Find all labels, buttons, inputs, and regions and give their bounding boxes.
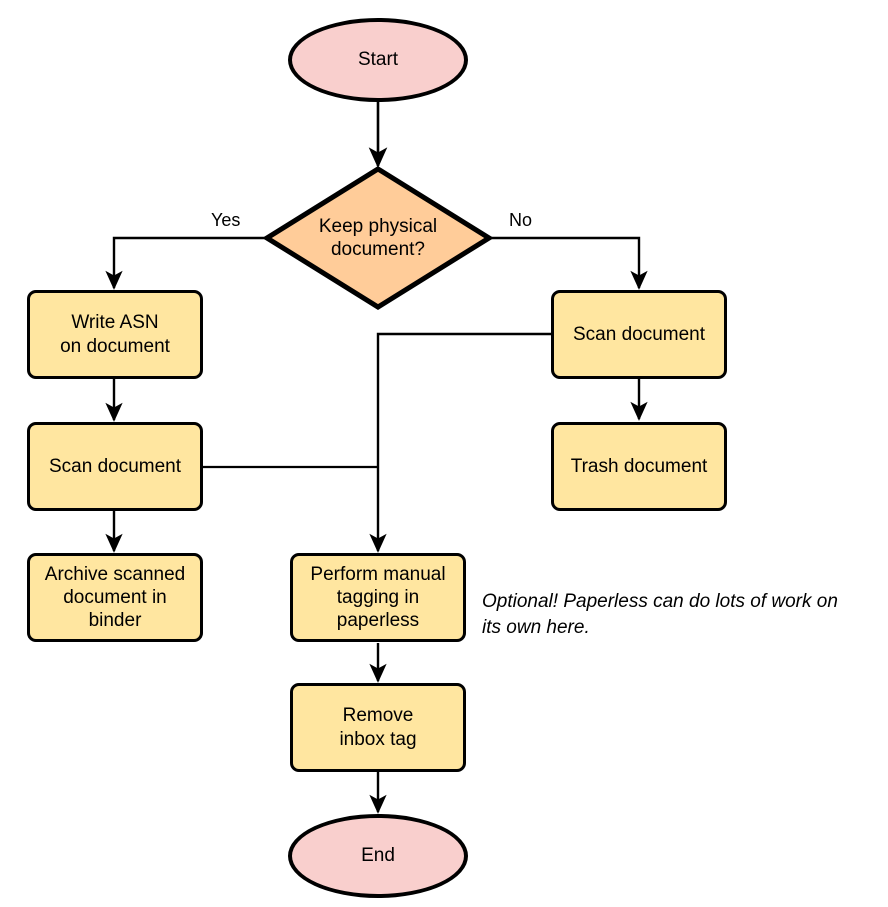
edge-scan-right-to-tagging bbox=[369, 332, 551, 553]
edge-decision-to-scan-right bbox=[490, 236, 648, 290]
node-decision-keep-physical-document[interactable]: Keep physical document? bbox=[264, 166, 492, 310]
node-trash-document-label: Trash document bbox=[570, 455, 708, 477]
node-archive-scanned-document[interactable]: Archive scanned document in binder bbox=[27, 553, 203, 642]
node-remove-inbox-tag[interactable]: Remove inbox tag bbox=[290, 683, 466, 772]
node-perform-manual-tagging[interactable]: Perform manual tagging in paperless bbox=[290, 553, 466, 642]
node-scan-document-right-label: Scan document bbox=[572, 323, 706, 345]
node-end-label: End bbox=[361, 845, 395, 867]
node-start[interactable]: Start bbox=[288, 18, 468, 102]
node-scan-document-right[interactable]: Scan document bbox=[551, 290, 727, 379]
node-archive-label: Archive scanned document in binder bbox=[44, 563, 186, 632]
edge-decision-to-write-asn bbox=[105, 236, 266, 290]
decision-diamond-shape bbox=[264, 166, 492, 310]
edge-label-yes: Yes bbox=[211, 210, 241, 230]
node-end[interactable]: End bbox=[288, 814, 468, 898]
node-trash-document[interactable]: Trash document bbox=[551, 422, 727, 511]
node-decision-label: Keep physical document? bbox=[318, 215, 438, 260]
node-start-label: Start bbox=[357, 49, 399, 71]
node-write-asn-label: Write ASN on document bbox=[60, 312, 170, 357]
node-scan-document-left[interactable]: Scan document bbox=[27, 422, 203, 511]
node-write-asn-on-document[interactable]: Write ASN on document bbox=[27, 290, 203, 379]
node-perform-manual-tagging-label: Perform manual tagging in paperless bbox=[310, 563, 446, 632]
node-scan-document-left-label: Scan document bbox=[48, 455, 182, 477]
node-remove-inbox-tag-label: Remove inbox tag bbox=[339, 705, 417, 750]
annotation-optional-note: Optional! Paperless can do lots of work … bbox=[482, 591, 838, 638]
edge-label-no: No bbox=[509, 210, 533, 230]
